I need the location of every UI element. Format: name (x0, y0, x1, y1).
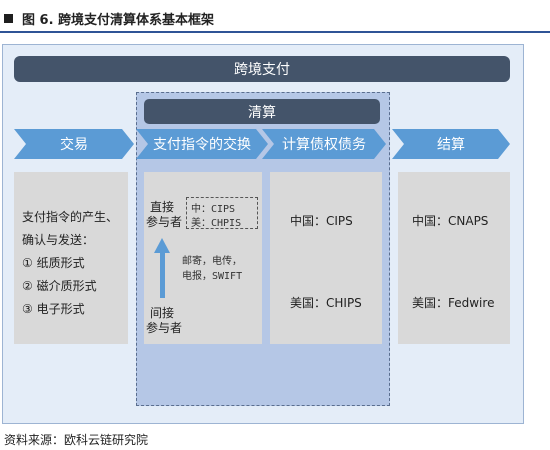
trade-intro-line-2: 确认与发送： (22, 233, 95, 247)
clearing-bar: 清算 (144, 99, 380, 124)
stage-compute-claims: 计算债权债务 (262, 129, 386, 159)
compute-usa: 美国：CHIPS (290, 296, 362, 310)
direct-participant-line-1: 直接 (150, 200, 175, 214)
indirect-participant-line-2: 参与者 (146, 321, 183, 335)
up-arrow-shaft (160, 252, 165, 298)
compute-china: 中国：CIPS (290, 214, 353, 228)
clearing-systems-box (186, 197, 258, 229)
settle-china: 中国：CNAPS (412, 214, 489, 228)
figure-title-text: 图 6. 跨境支付清算体系基本框架 (22, 12, 215, 28)
direct-participant-line-2: 参与者 (146, 215, 183, 229)
settle-panel (398, 172, 510, 344)
figure-source: 资料来源：欧科云链研究院 (4, 433, 149, 447)
trade-panel (14, 172, 128, 344)
stage-instruction-exchange: 支付指令的交换 (136, 129, 268, 159)
trade-form-magnetic: ② 磁介质形式 (22, 279, 97, 293)
figure-title: 图 6. 跨境支付清算体系基本框架 (4, 8, 214, 28)
title-bullet-icon (4, 13, 13, 23)
channels-line-1: 邮寄，电传， (182, 256, 242, 267)
system-usa-chpis: 美：CHPIS (191, 218, 242, 229)
trade-intro-line-1: 支付指令的产生、 (22, 210, 119, 224)
trade-form-paper: ① 纸质形式 (22, 256, 85, 270)
settle-usa: 美国：Fedwire (412, 296, 495, 310)
system-china-cips: 中：CIPS (191, 204, 236, 215)
up-arrow-icon (154, 238, 170, 253)
channels-line-2: 电报，SWIFT (182, 271, 243, 282)
title-divider (0, 31, 550, 33)
indirect-participant-line-1: 间接 (150, 306, 175, 320)
cross-border-payment-bar: 跨境支付 (14, 56, 510, 82)
stage-settlement: 结算 (392, 129, 510, 159)
compute-panel (270, 172, 382, 344)
trade-form-electronic: ③ 电子形式 (22, 302, 85, 316)
stage-trade: 交易 (14, 129, 134, 159)
